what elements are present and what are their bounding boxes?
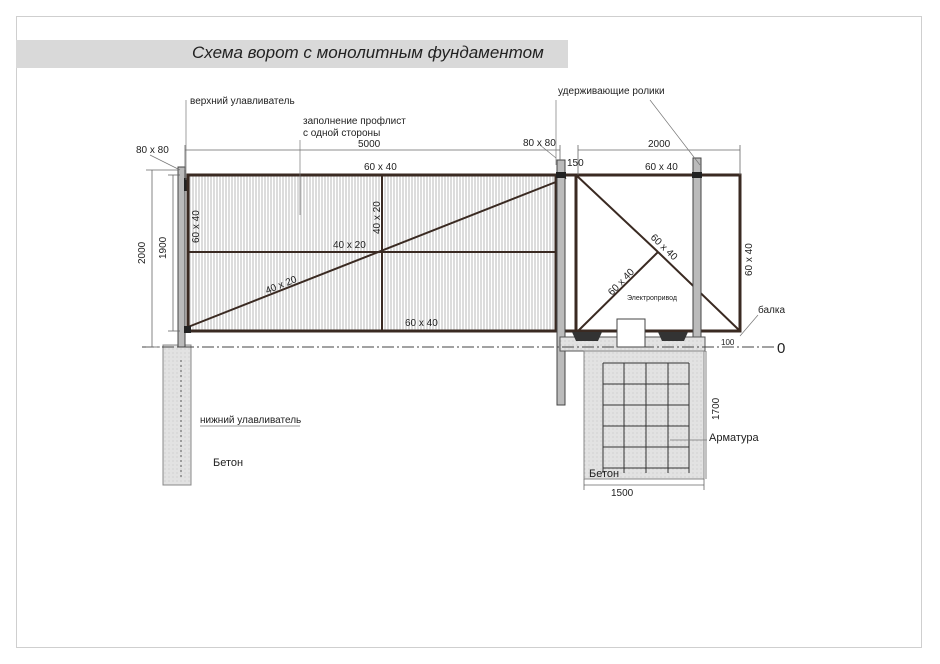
label-infill-line1: заполнение профлист xyxy=(303,115,406,127)
profile-tail-diagonal-lower: 60 x 40 xyxy=(606,267,637,299)
title-band xyxy=(16,40,568,68)
label-lower-catcher: нижний улавливатель xyxy=(200,415,301,426)
tail-diagonal-lower-left xyxy=(577,251,659,332)
lower-catcher-block xyxy=(184,326,191,333)
profile-left-vertical: 60 x 40 xyxy=(191,210,202,243)
label-holding-rollers: удерживающие ролики xyxy=(558,86,665,97)
main-diagonal xyxy=(187,177,567,328)
leader-rollers-right xyxy=(649,99,701,166)
label-rebar: Арматура xyxy=(709,432,760,444)
dim-post-mid: 80 x 80 xyxy=(523,138,556,149)
label-electric-drive: Электропривод xyxy=(627,295,677,302)
electric-drive-box xyxy=(616,318,646,348)
dim-post-left: 80 x 80 xyxy=(136,145,169,156)
dim-span-tail: 2000 xyxy=(648,139,671,150)
dim-gap-150: 150 xyxy=(567,158,584,169)
left-concrete-foundation xyxy=(162,344,192,486)
holding-roller-right xyxy=(692,172,702,178)
rebar-cage xyxy=(602,362,690,473)
label-beam: балка xyxy=(758,304,785,316)
profile-right-vertical: 60 x 40 xyxy=(744,243,755,276)
leader-beam xyxy=(739,314,759,337)
tail-frame xyxy=(574,173,742,333)
profile-top-main: 60 x 40 xyxy=(364,162,397,173)
label-concrete-left: Бетон xyxy=(213,457,243,469)
zero-level-label: 0 xyxy=(777,340,785,357)
dim-depth-1700: 1700 xyxy=(711,397,722,420)
dim-height-1900: 1900 xyxy=(158,236,169,259)
tail-diagonal-upper xyxy=(575,174,659,253)
label-concrete-right: Бетон xyxy=(589,468,619,480)
page-frame xyxy=(16,16,922,648)
right-concrete-foundation xyxy=(583,350,705,480)
dim-width-1500: 1500 xyxy=(611,488,634,499)
label-upper-catcher: верхний улавливатель xyxy=(190,96,295,107)
left-post xyxy=(177,166,186,348)
profile-middle-horizontal: 40 x 20 xyxy=(333,240,366,251)
drawing-title: Схема ворот с монолитным фундаментом xyxy=(192,43,544,62)
profile-bottom: 60 x 40 xyxy=(405,318,438,329)
label-infill-line2: с одной стороны xyxy=(303,128,380,139)
dim-offset-100: 100 xyxy=(721,338,735,347)
profile-middle-vertical: 40 x 20 xyxy=(372,201,383,234)
profile-top-tail: 60 x 40 xyxy=(645,162,678,173)
dim-span-main: 5000 xyxy=(358,139,381,150)
roller-carriage-right xyxy=(658,332,688,341)
roller-carriage-left xyxy=(572,332,602,341)
dim-height-2000: 2000 xyxy=(137,241,148,264)
holding-roller-left xyxy=(556,172,566,178)
middle-post xyxy=(556,159,566,406)
